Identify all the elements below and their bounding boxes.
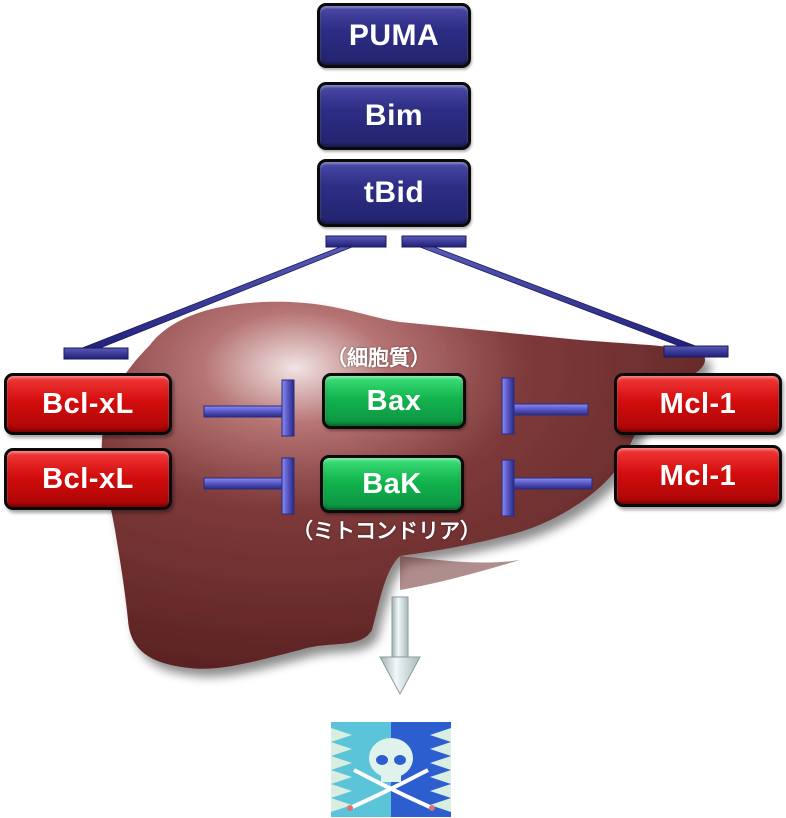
node-puma-label: PUMA [348,18,440,52]
inhibit-bar-top-right [401,235,467,248]
node-bax-label: Bax [366,384,422,417]
inhibit-line-bclxl-bak [203,477,285,490]
location-cytoplasm: （細胞質） [326,346,431,370]
inhibit-line-mcl1-bax [511,403,589,416]
node-mcl1-2-label: Mcl-1 [659,459,737,492]
node-tbid: tBid [317,159,471,227]
node-bclxl-2-label: Bcl-xL [42,462,134,495]
liver-lower-lobe [400,556,520,590]
inhibit-cap-bclxl-bax [281,379,295,437]
down-arrow-icon [379,596,421,696]
node-bak-label: BaK [362,467,422,500]
inhibit-cap-mcl1-bak [501,459,515,517]
inhibit-line-bclxl-bax [203,405,285,418]
node-bclxl-2: Bcl-xL [4,448,172,510]
node-mcl1-1: Mcl-1 [614,373,782,435]
node-puma: PUMA [317,3,471,68]
node-bim-label: Bim [364,99,424,132]
node-bak: BaK [320,455,464,513]
node-bax: Bax [322,373,466,429]
inhibit-bar-mcl1 [663,345,729,358]
node-mcl1-1-label: Mcl-1 [659,387,737,420]
node-bim: Bim [317,82,471,150]
inhibit-bar-top-left [325,235,387,248]
inhibit-cap-bclxl-bak [281,457,295,515]
node-bclxl-1: Bcl-xL [4,373,172,435]
inhibit-cap-mcl1-bax [501,377,515,435]
node-bclxl-1-label: Bcl-xL [42,387,134,420]
node-tbid-label: tBid [363,176,425,209]
location-mitochondria: （ミトコンドリア） [292,519,481,543]
inhibit-bar-bclxl [63,347,129,360]
skull-crossbones-flag-icon [331,722,451,817]
inhibit-line-mcl1-bak [511,477,593,490]
node-mcl1-2: Mcl-1 [614,445,782,507]
